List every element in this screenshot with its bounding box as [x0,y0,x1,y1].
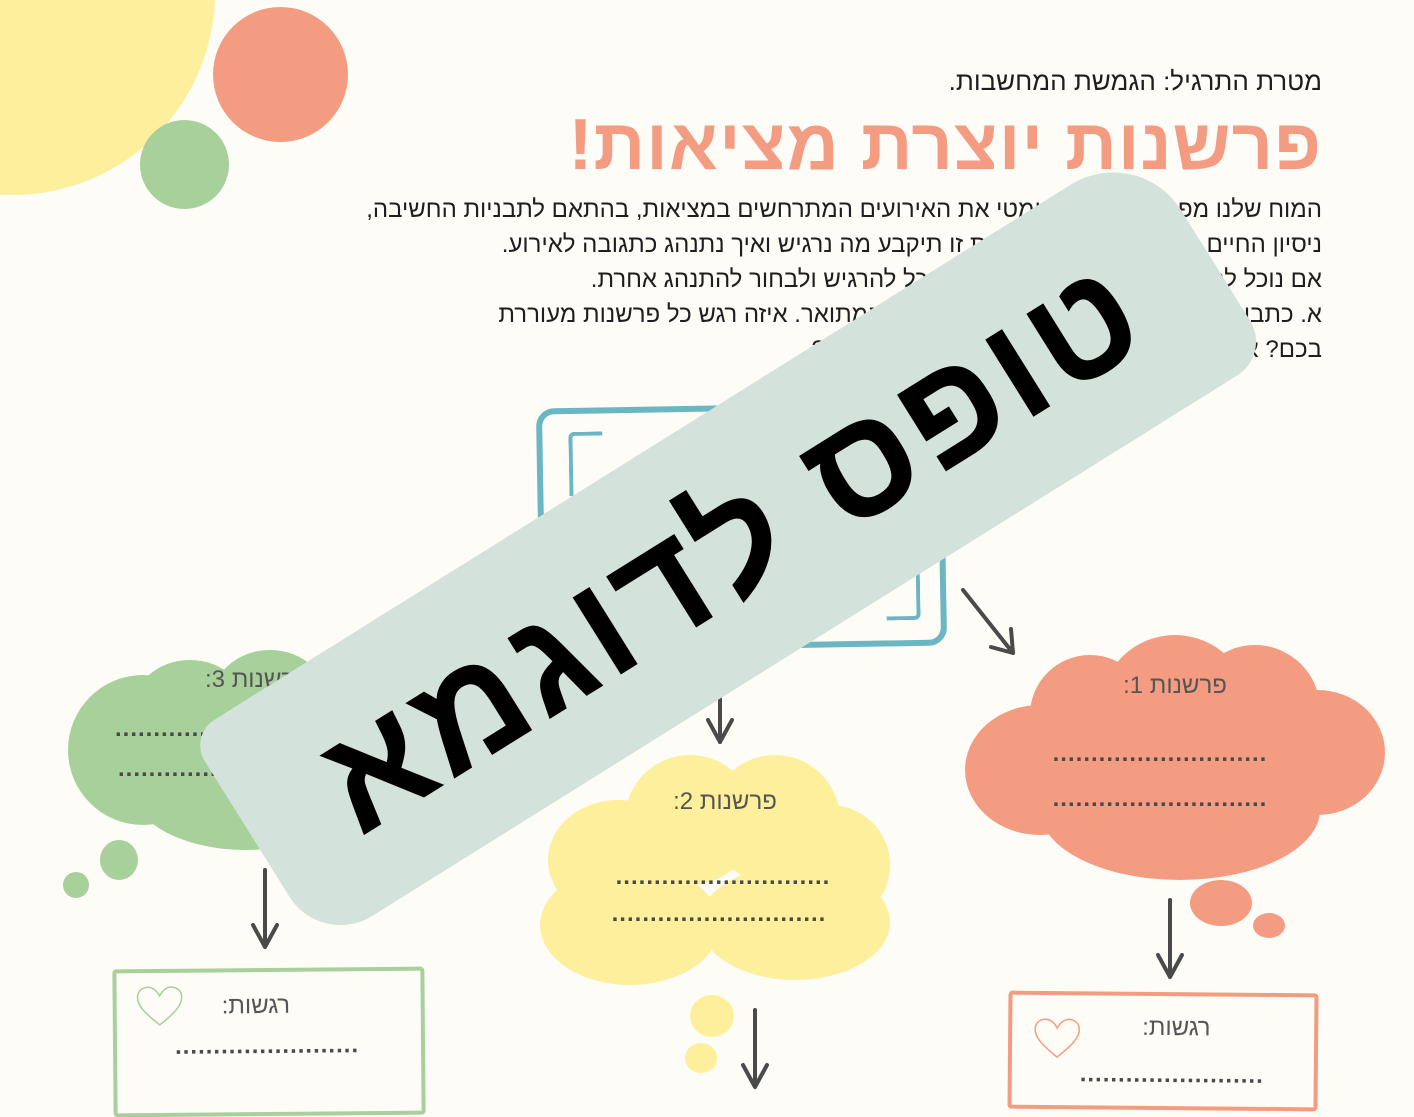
decor-salmon-circle [213,7,348,142]
arrow-down-icon [1156,898,1184,979]
heart-icon [136,986,183,1026]
decor-green-circle [140,120,229,209]
interpretation-label: פרשנות 1: [1123,672,1227,699]
interpretation-dots[interactable]: ............................ [1052,785,1268,812]
arrow-down-icon [251,868,279,949]
interpretation-cloud-2[interactable]: פרשנות 2: ............................ .… [540,745,900,1080]
interpretation-dots[interactable]: ............................ [615,863,831,890]
feelings-label: רגשות: [221,991,291,1020]
interpretation-dots[interactable]: ............................ [611,900,827,927]
feelings-label: רגשות: [1142,1013,1211,1042]
interpretation-cloud-1[interactable]: פרשנות 1: ............................ .… [960,630,1390,940]
feelings-box-right[interactable]: רגשות: ........................ [1007,990,1319,1112]
feelings-dots[interactable]: ........................ [1079,1060,1264,1089]
interpretation-label: פרשנות 2: [673,788,777,815]
arrow-down-icon [961,588,1015,655]
feelings-box-left[interactable]: רגשות: ........................ [112,966,426,1117]
page-title: פרשנות יוצרת מציאות! [568,105,1322,185]
interpretation-dots[interactable]: ............................ [1052,740,1268,767]
feelings-dots[interactable]: ........................ [174,1031,360,1060]
heart-icon [1034,1018,1080,1059]
exercise-goal: מטרת התרגיל: הגמשת המחשבות. [948,66,1322,96]
